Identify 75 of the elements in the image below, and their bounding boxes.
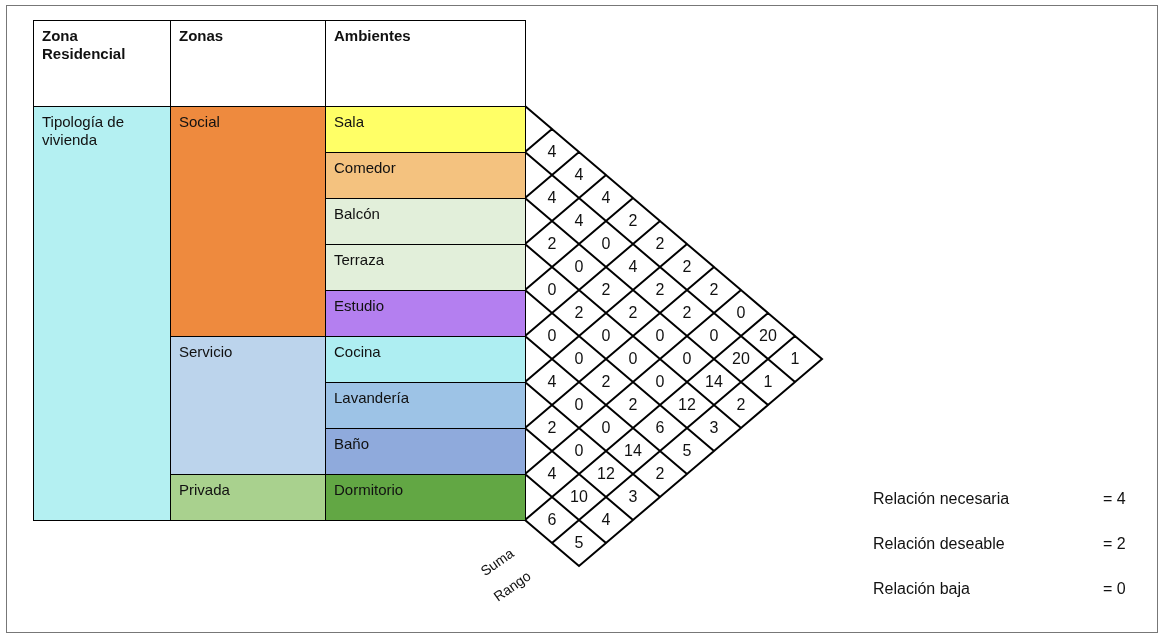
legend-value: = 4 xyxy=(1103,490,1126,508)
relation-value: 0 xyxy=(601,419,611,437)
relation-value: 4 xyxy=(547,143,557,161)
relation-value: 0 xyxy=(601,235,611,253)
rank-value: 4 xyxy=(601,511,611,529)
relation-value: 2 xyxy=(601,281,611,299)
relation-value: 0 xyxy=(655,327,665,345)
sum-value: 10 xyxy=(570,488,588,506)
rank-value: 1 xyxy=(763,373,773,391)
relation-value: 0 xyxy=(601,327,611,345)
relation-value: 2 xyxy=(601,373,611,391)
relation-value: 2 xyxy=(709,281,719,299)
room-cell: Balcón xyxy=(325,198,526,245)
relation-value: 2 xyxy=(547,419,557,437)
rank-value: 1 xyxy=(790,350,800,368)
rank-value: 5 xyxy=(574,534,584,552)
sum-value: 20 xyxy=(732,350,750,368)
sum-value: 12 xyxy=(678,396,696,414)
relation-value: 2 xyxy=(628,212,638,230)
room-cell: Terraza xyxy=(325,244,526,291)
relation-value: 2 xyxy=(628,304,638,322)
rank-value: 3 xyxy=(628,488,638,506)
zone-cell: Privada xyxy=(170,474,326,521)
sum-value: 20 xyxy=(759,327,777,345)
sum-value: 6 xyxy=(655,419,665,437)
relation-value: 2 xyxy=(682,304,692,322)
room-cell: Sala xyxy=(325,106,526,153)
room-cell: Comedor xyxy=(325,152,526,199)
relation-value: 0 xyxy=(574,442,584,460)
relation-value: 0 xyxy=(547,327,557,345)
relation-value: 0 xyxy=(628,350,638,368)
sum-value: 14 xyxy=(624,442,642,460)
room-cell: Baño xyxy=(325,428,526,475)
sum-value: 6 xyxy=(547,511,557,529)
legend-note: Relación baja xyxy=(873,580,970,598)
rank-value: 2 xyxy=(736,396,746,414)
relation-value: 0 xyxy=(709,327,719,345)
rank-value: 3 xyxy=(709,419,719,437)
relation-value: 2 xyxy=(547,235,557,253)
relation-value: 0 xyxy=(682,350,692,368)
zone-cell: Servicio xyxy=(170,336,326,475)
relation-value: 0 xyxy=(574,350,584,368)
relation-value: 0 xyxy=(547,281,557,299)
sum-value: 12 xyxy=(597,465,615,483)
rank-value: 2 xyxy=(655,465,665,483)
legend-note: Relación necesaria xyxy=(873,490,1010,508)
residential-type-cell: Tipología de vivienda xyxy=(33,106,171,521)
room-cell: Dormitorio xyxy=(325,474,526,521)
relation-value: 2 xyxy=(682,258,692,276)
column-header: Ambientes xyxy=(325,20,526,108)
room-cell: Lavandería xyxy=(325,382,526,429)
room-cell: Estudio xyxy=(325,290,526,337)
legend-value: = 0 xyxy=(1103,580,1126,598)
column-header: Zona Residencial xyxy=(33,20,171,108)
rank-value: 5 xyxy=(682,442,692,460)
relation-value: 4 xyxy=(628,258,638,276)
room-cell: Cocina xyxy=(325,336,526,383)
relation-value: 0 xyxy=(655,373,665,391)
relation-value: 4 xyxy=(574,166,584,184)
relation-value: 2 xyxy=(655,235,665,253)
relation-value: 2 xyxy=(628,396,638,414)
sum-value: 14 xyxy=(705,373,723,391)
relation-value: 0 xyxy=(736,304,746,322)
relation-value: 2 xyxy=(574,304,584,322)
relation-value: 4 xyxy=(547,189,557,207)
legend-note: Relación deseable xyxy=(873,535,1005,553)
relation-value: 4 xyxy=(574,212,584,230)
relation-value: 0 xyxy=(574,396,584,414)
relation-value: 4 xyxy=(547,465,557,483)
relation-value: 2 xyxy=(655,281,665,299)
relation-value: 4 xyxy=(547,373,557,391)
relation-value: 4 xyxy=(601,189,611,207)
zone-cell: Social xyxy=(170,106,326,337)
relation-value: 0 xyxy=(574,258,584,276)
legend-value: = 2 xyxy=(1103,535,1126,553)
